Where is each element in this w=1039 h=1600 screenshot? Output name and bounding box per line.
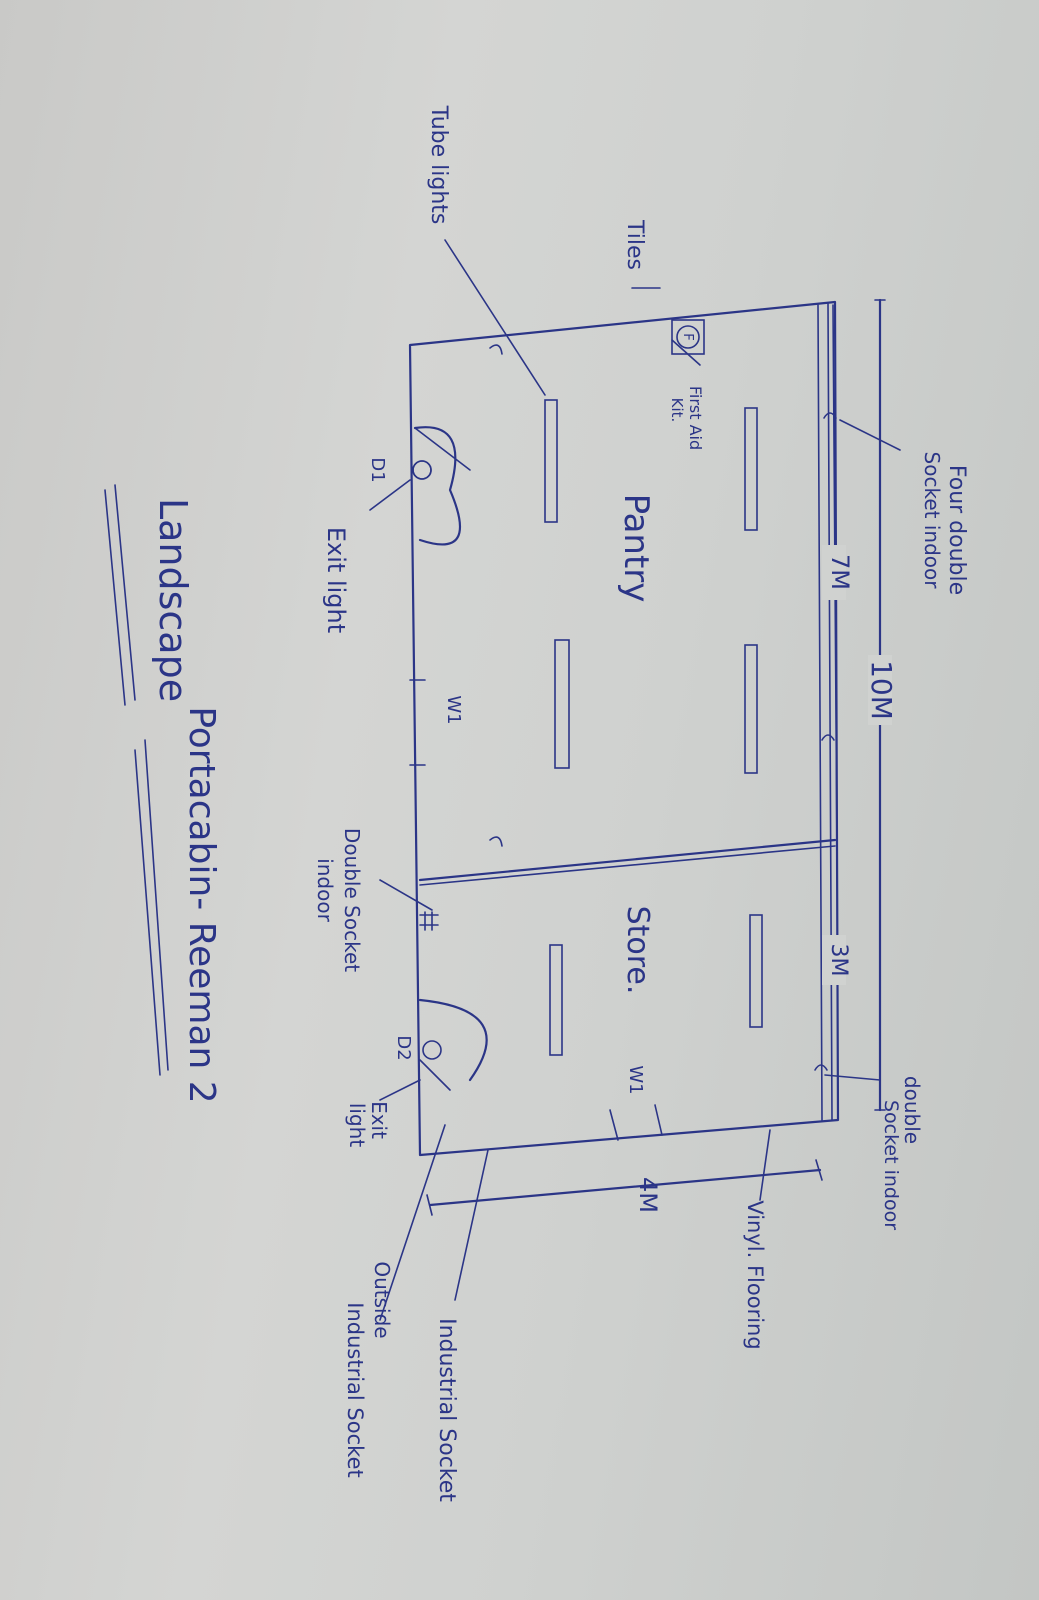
tube-light xyxy=(554,639,570,769)
dimension-4m xyxy=(426,1159,823,1216)
annotation-four-double-socket-2: Socket indoor xyxy=(920,452,944,590)
annotation-double-socket-top-1: double xyxy=(900,1076,924,1144)
annotation-exit-light-2a: Exit xyxy=(367,1101,391,1139)
exit-light-marker-1 xyxy=(412,460,432,480)
annotation-double-socket-bottom-2: indoor xyxy=(313,858,337,922)
annotation-double-socket-bottom-1: Double Socket xyxy=(340,828,364,972)
annotation-outside-industrial-1: Outside xyxy=(370,1261,394,1338)
tube-light xyxy=(549,944,563,1056)
window-w1-store-label: W1 xyxy=(625,1065,646,1094)
sketch-subtitle: Portacabin- Reeman 2 xyxy=(181,706,222,1103)
dim-4m-label: 4M xyxy=(634,1177,662,1213)
tube-light-fixtures xyxy=(544,399,763,1056)
dim-7m-label: 7M xyxy=(826,554,854,590)
annotation-tube-lights: Tube lights xyxy=(426,105,451,225)
annotation-vinyl-flooring: Vinyl. Flooring xyxy=(743,1200,767,1349)
double-socket-marker-bottom xyxy=(419,911,439,931)
room-pantry-label: Pantry xyxy=(616,494,656,603)
door-d1-label: D1 xyxy=(367,457,388,482)
door-d1 xyxy=(412,426,471,546)
first-aid-marker: F xyxy=(680,333,695,340)
wall-sockets xyxy=(489,344,837,1071)
window-w1-pantry-label: W1 xyxy=(443,695,464,724)
annotation-four-double-socket-1: Four double xyxy=(944,465,969,595)
tube-light xyxy=(749,914,763,1028)
dimension-7m xyxy=(822,304,846,851)
annotation-tiles: Tiles xyxy=(622,219,647,270)
title-underlines xyxy=(104,484,169,1076)
window-w1-store xyxy=(609,1104,663,1141)
leader-lines xyxy=(369,239,901,1321)
window-w1-pantry xyxy=(409,679,426,766)
tube-light xyxy=(744,407,758,531)
annotation-exit-light-1: Exit light xyxy=(322,527,350,633)
annotation-outside-industrial-2: Industrial Socket xyxy=(343,1302,367,1477)
tube-light xyxy=(744,644,758,774)
dimension-3m xyxy=(822,935,846,985)
room-store-label: Store. xyxy=(620,906,655,995)
tube-light xyxy=(544,399,558,523)
building-outline xyxy=(408,300,840,1157)
door-d2 xyxy=(418,998,488,1091)
annotation-double-socket-top-2: Socket indoor xyxy=(880,1100,902,1230)
annotation-first-aid-1: First Aid xyxy=(686,386,705,450)
annotation-industrial-socket: Industrial Socket xyxy=(434,1318,459,1502)
annotation-exit-light-2b: light xyxy=(345,1103,369,1147)
dim-3m-label: 3M xyxy=(826,944,851,977)
door-d2-label: D2 xyxy=(393,1035,414,1060)
sketch-title: Landscape xyxy=(151,498,195,702)
dim-10m-label: 10M xyxy=(865,660,898,720)
partition-wall xyxy=(418,838,837,886)
annotation-first-aid-2: Kit. xyxy=(668,398,686,423)
dimension-10m xyxy=(868,298,892,1112)
